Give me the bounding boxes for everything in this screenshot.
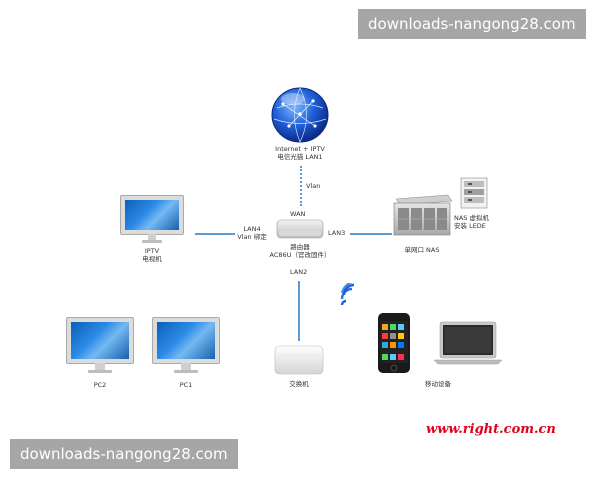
watermark-top: downloads-nangong28.com bbox=[358, 9, 586, 39]
lan4-label: LAN4 Vlan 绑定 bbox=[237, 225, 267, 241]
router-switch-link bbox=[298, 281, 300, 341]
lan3-label: LAN3 bbox=[328, 229, 346, 237]
tv-router-link bbox=[195, 233, 235, 235]
phone-device bbox=[378, 313, 410, 373]
router-nas-link bbox=[350, 233, 392, 235]
pc1-label: PC1 bbox=[179, 381, 193, 389]
lan2-label: LAN2 bbox=[290, 268, 308, 276]
watermark-bottom: downloads-nangong28.com bbox=[10, 439, 238, 469]
globe-icon bbox=[271, 87, 329, 143]
router-label: 路由器 AC86U（官改固件） bbox=[269, 243, 331, 259]
pc1-monitor bbox=[152, 317, 220, 375]
router-device bbox=[276, 219, 324, 239]
nas-label: 单网口 NAS bbox=[404, 246, 440, 254]
vlan-label: Vlan bbox=[306, 182, 321, 190]
switch-device bbox=[274, 345, 324, 375]
laptop-device bbox=[433, 321, 503, 365]
internet-label: Internet + IPTV 电信光猫 LAN1 bbox=[275, 145, 325, 161]
iptv-label: IPTV 电视机 bbox=[142, 247, 162, 263]
nas-server bbox=[393, 194, 453, 236]
mobile-label: 移动设备 bbox=[425, 380, 451, 388]
pc2-monitor bbox=[66, 317, 134, 375]
iptv-monitor bbox=[120, 195, 184, 245]
vlan-dotted-link bbox=[300, 166, 302, 206]
vm-icon bbox=[460, 177, 488, 209]
wan-label: WAN bbox=[290, 210, 306, 218]
pc2-label: PC2 bbox=[93, 381, 107, 389]
wifi-signal-icon bbox=[340, 283, 355, 306]
nas-vm-label: NAS 虚拟机 安装 LEDE bbox=[454, 214, 490, 230]
brand-text: www.right.com.cn bbox=[426, 422, 556, 437]
switch-label: 交换机 bbox=[289, 380, 309, 388]
